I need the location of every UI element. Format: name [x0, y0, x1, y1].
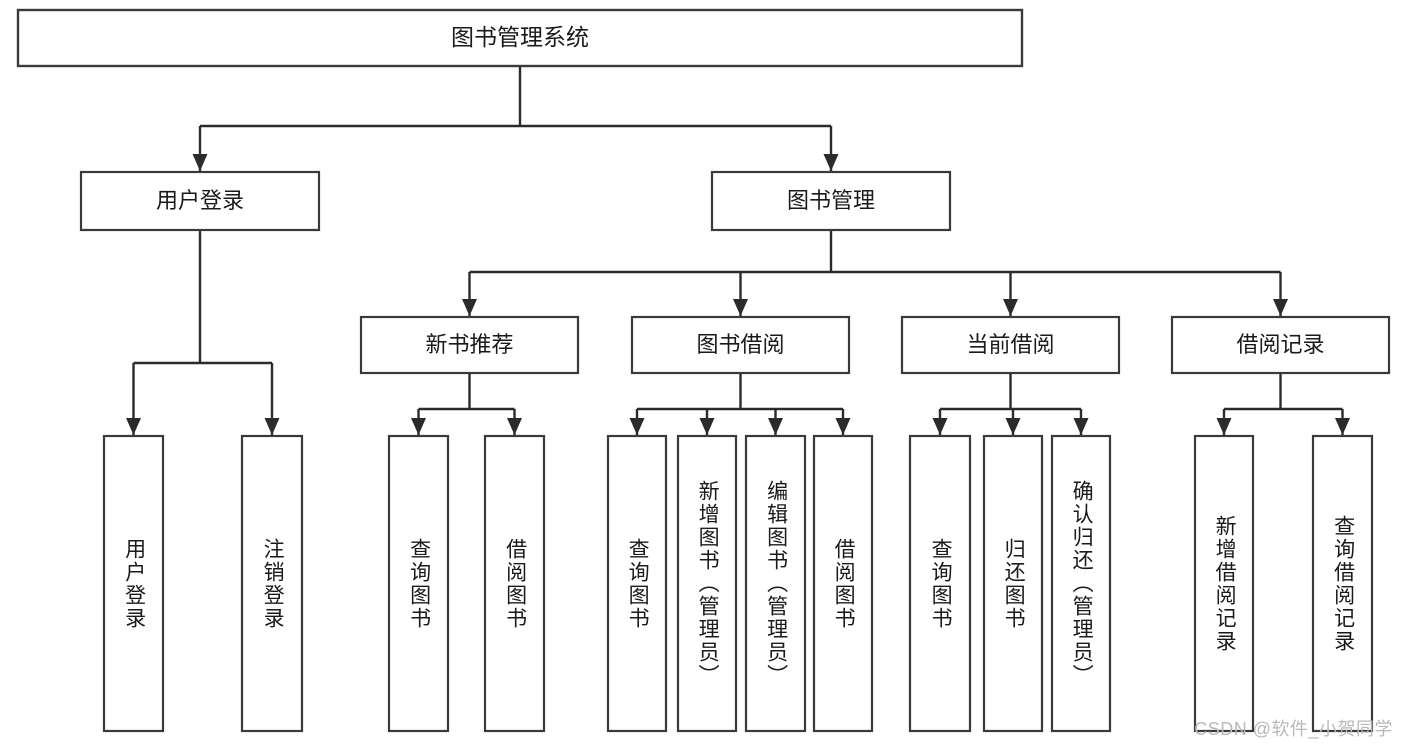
- node-new-book-recommend-label: 新书推荐: [425, 332, 513, 357]
- node-leaf-add-book-admin[interactable]: [676, 434, 738, 733]
- node-book-borrow-rect[interactable]: [630, 315, 851, 375]
- node-leaf-borrow-book-2[interactable]: [812, 434, 874, 733]
- arrow-to-leaf-query-book-2: [629, 418, 645, 435]
- node-user-login-rect[interactable]: [79, 170, 321, 232]
- arrow-to-leaf-query-borrow-record: [1335, 418, 1350, 435]
- node-user-login-label: 用户登录: [156, 188, 244, 213]
- node-leaf-query-borrow-record-rect[interactable]: [1311, 434, 1374, 733]
- node-current-borrow[interactable]: 当前借阅: [900, 315, 1121, 375]
- node-borrow-record[interactable]: 借阅记录: [1170, 315, 1391, 375]
- node-leaf-query-book-2-rect[interactable]: [606, 434, 668, 733]
- node-leaf-return-book-rect[interactable]: [982, 434, 1044, 733]
- node-leaf-return-book[interactable]: [982, 434, 1044, 733]
- node-root-rect[interactable]: [16, 8, 1024, 68]
- node-book-manage-rect[interactable]: [710, 170, 952, 232]
- node-book-manage[interactable]: 图书管理: [710, 170, 952, 232]
- arrow-to-user-login: [192, 154, 208, 171]
- node-current-borrow-rect[interactable]: [900, 315, 1121, 375]
- node-leaf-add-borrow-record[interactable]: [1193, 434, 1255, 733]
- arrow-to-leaf-user-login: [126, 418, 141, 435]
- arrow-to-borrow-record: [1273, 299, 1288, 316]
- node-leaf-query-book-1[interactable]: [387, 434, 450, 733]
- node-borrow-record-label: 借阅记录: [1236, 332, 1324, 357]
- node-book-borrow-label: 图书借阅: [696, 332, 784, 357]
- node-leaf-add-borrow-record-rect[interactable]: [1193, 434, 1255, 733]
- arrow-to-book-borrow: [733, 299, 748, 316]
- node-leaf-borrow-book-1[interactable]: [483, 434, 546, 733]
- node-borrow-record-rect[interactable]: [1170, 315, 1391, 375]
- node-leaf-query-book-3-rect[interactable]: [908, 434, 972, 733]
- node-leaf-edit-book-admin[interactable]: [744, 434, 807, 733]
- node-current-borrow-label: 当前借阅: [966, 332, 1054, 357]
- node-user-login[interactable]: 用户登录: [79, 170, 321, 232]
- node-leaf-borrow-book-1-rect[interactable]: [483, 434, 546, 733]
- watermark: CSDN @软件_小贺同学: [1194, 719, 1393, 739]
- node-leaf-query-borrow-record[interactable]: [1311, 434, 1374, 733]
- arrow-to-leaf-query-book-3: [932, 418, 948, 435]
- arrow-to-leaf-borrow-book-1: [507, 418, 522, 435]
- arrow-to-leaf-return-book: [1005, 418, 1021, 435]
- arrow-to-leaf-borrow-book-2: [835, 418, 851, 435]
- node-book-borrow[interactable]: 图书借阅: [630, 315, 851, 375]
- arrow-to-leaf-edit-book-admin: [768, 418, 783, 435]
- arrow-to-leaf-add-borrow-record: [1216, 418, 1232, 435]
- arrow-to-leaf-confirm-return: [1073, 418, 1089, 435]
- arrow-to-new-book-recommend: [462, 299, 477, 316]
- arrow-to-leaf-logout: [264, 418, 280, 435]
- node-leaf-logout[interactable]: [240, 434, 304, 733]
- node-leaf-query-book-3[interactable]: [908, 434, 972, 733]
- node-leaf-confirm-return[interactable]: [1050, 434, 1112, 733]
- node-new-book-recommend-rect[interactable]: [359, 315, 580, 375]
- edge-layer: [126, 66, 1350, 435]
- arrow-to-leaf-add-book-admin: [699, 418, 715, 435]
- node-root[interactable]: 图书管理系统: [16, 8, 1024, 68]
- node-leaf-query-book-2[interactable]: [606, 434, 668, 733]
- node-leaf-add-book-admin-rect[interactable]: [676, 434, 738, 733]
- node-leaf-user-login[interactable]: [102, 434, 165, 733]
- node-leaf-query-book-1-rect[interactable]: [387, 434, 450, 733]
- arrow-to-book-manage: [823, 154, 839, 171]
- node-leaf-logout-rect[interactable]: [240, 434, 304, 733]
- node-leaf-borrow-book-2-rect[interactable]: [812, 434, 874, 733]
- node-new-book-recommend[interactable]: 新书推荐: [359, 315, 580, 375]
- node-leaf-confirm-return-rect[interactable]: [1050, 434, 1112, 733]
- arrow-to-leaf-query-book-1: [411, 418, 426, 435]
- arrow-to-current-borrow: [1003, 299, 1018, 316]
- node-root-label: 图书管理系统: [451, 24, 589, 50]
- node-leaf-edit-book-admin-rect[interactable]: [744, 434, 807, 733]
- node-book-manage-label: 图书管理: [787, 188, 875, 213]
- node-leaf-user-login-rect[interactable]: [102, 434, 165, 733]
